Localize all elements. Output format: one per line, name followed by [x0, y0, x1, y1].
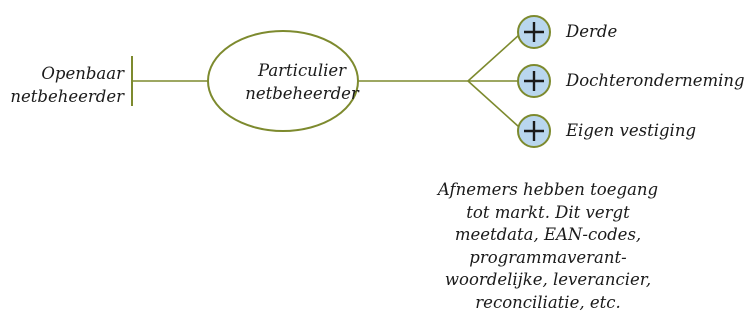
branch-line-derde: [467, 34, 520, 82]
plus-circle-icon[interactable]: [517, 114, 551, 148]
left-node-line: Openbaar: [41, 64, 124, 83]
note-line: meetdata, EAN-codes,: [454, 225, 642, 244]
note-text: Afnemers hebben toegang tot markt. Dit v…: [400, 179, 696, 314]
note-line: woordelijke, leverancier,: [444, 270, 652, 289]
note-line: tot markt. Dit vergt: [466, 202, 630, 222]
center-node-line: netbeheerder: [245, 84, 359, 103]
center-node-line: Particulier: [257, 61, 347, 80]
plus-circle-icon[interactable]: [517, 64, 551, 98]
note-line: programmaverant-: [469, 247, 627, 267]
note-line: Afnemers hebben toegang: [437, 180, 659, 199]
branch-line-eigen-vestiging: [467, 80, 520, 128]
center-node-label: Particulier netbeheerder: [212, 59, 392, 105]
branch-label-derde: Derde: [566, 22, 618, 41]
plus-circle-icon[interactable]: [517, 15, 551, 49]
note-line: reconciliatie, etc.: [475, 292, 621, 312]
branch-label-dochteronderneming: Dochteronderneming: [566, 71, 745, 90]
branch-label-eigen-vestiging: Eigen vestiging: [566, 121, 697, 140]
left-node-line: netbeheerder: [10, 87, 124, 106]
left-node-label: Openbaar netbeheerder: [2, 62, 124, 108]
